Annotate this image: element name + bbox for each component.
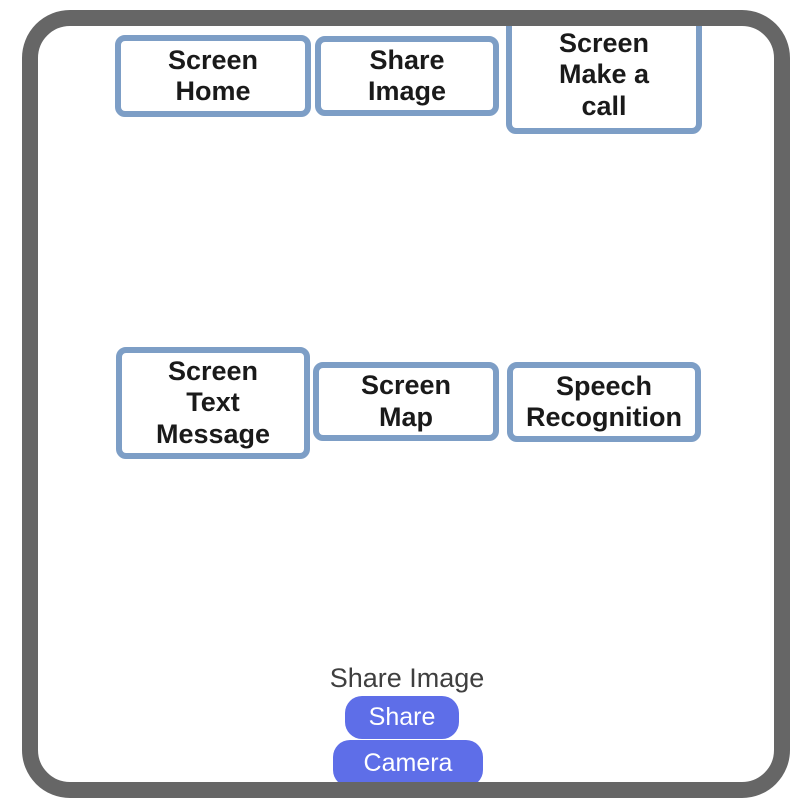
share-button[interactable]: Share [345, 696, 459, 739]
share-image-section-title: Share Image [329, 663, 485, 693]
button-label-line: Recognition [526, 402, 682, 432]
button-screen-map[interactable]: Screen Map [313, 362, 499, 441]
button-label-line: Screen [167, 44, 259, 75]
button-label-line: Speech [555, 370, 653, 401]
button-label-line: Text [186, 387, 240, 418]
button-speech-recognition[interactable]: Speech Recognition [507, 362, 701, 442]
button-share-image-screen[interactable]: Share Image [315, 36, 499, 116]
button-screen-text-message[interactable]: Screen Text Message [116, 347, 310, 459]
button-label-line: Image [367, 76, 447, 106]
button-label-line: Home [175, 76, 251, 106]
button-screen-home[interactable]: Screen Home [115, 35, 311, 117]
button-label-line: Screen [360, 370, 452, 401]
button-label-line: Screen [167, 356, 259, 387]
button-label-line: call [581, 90, 627, 121]
button-label-line: Screen [558, 28, 650, 59]
camera-button[interactable]: Camera [333, 740, 483, 787]
button-label-line: Make a [558, 59, 650, 90]
button-screen-make-a-call[interactable]: Screen Make a call [506, 16, 702, 134]
button-label-line: Share [369, 44, 445, 75]
button-label-line: Map [379, 401, 433, 432]
button-label-line: Message [155, 418, 271, 449]
